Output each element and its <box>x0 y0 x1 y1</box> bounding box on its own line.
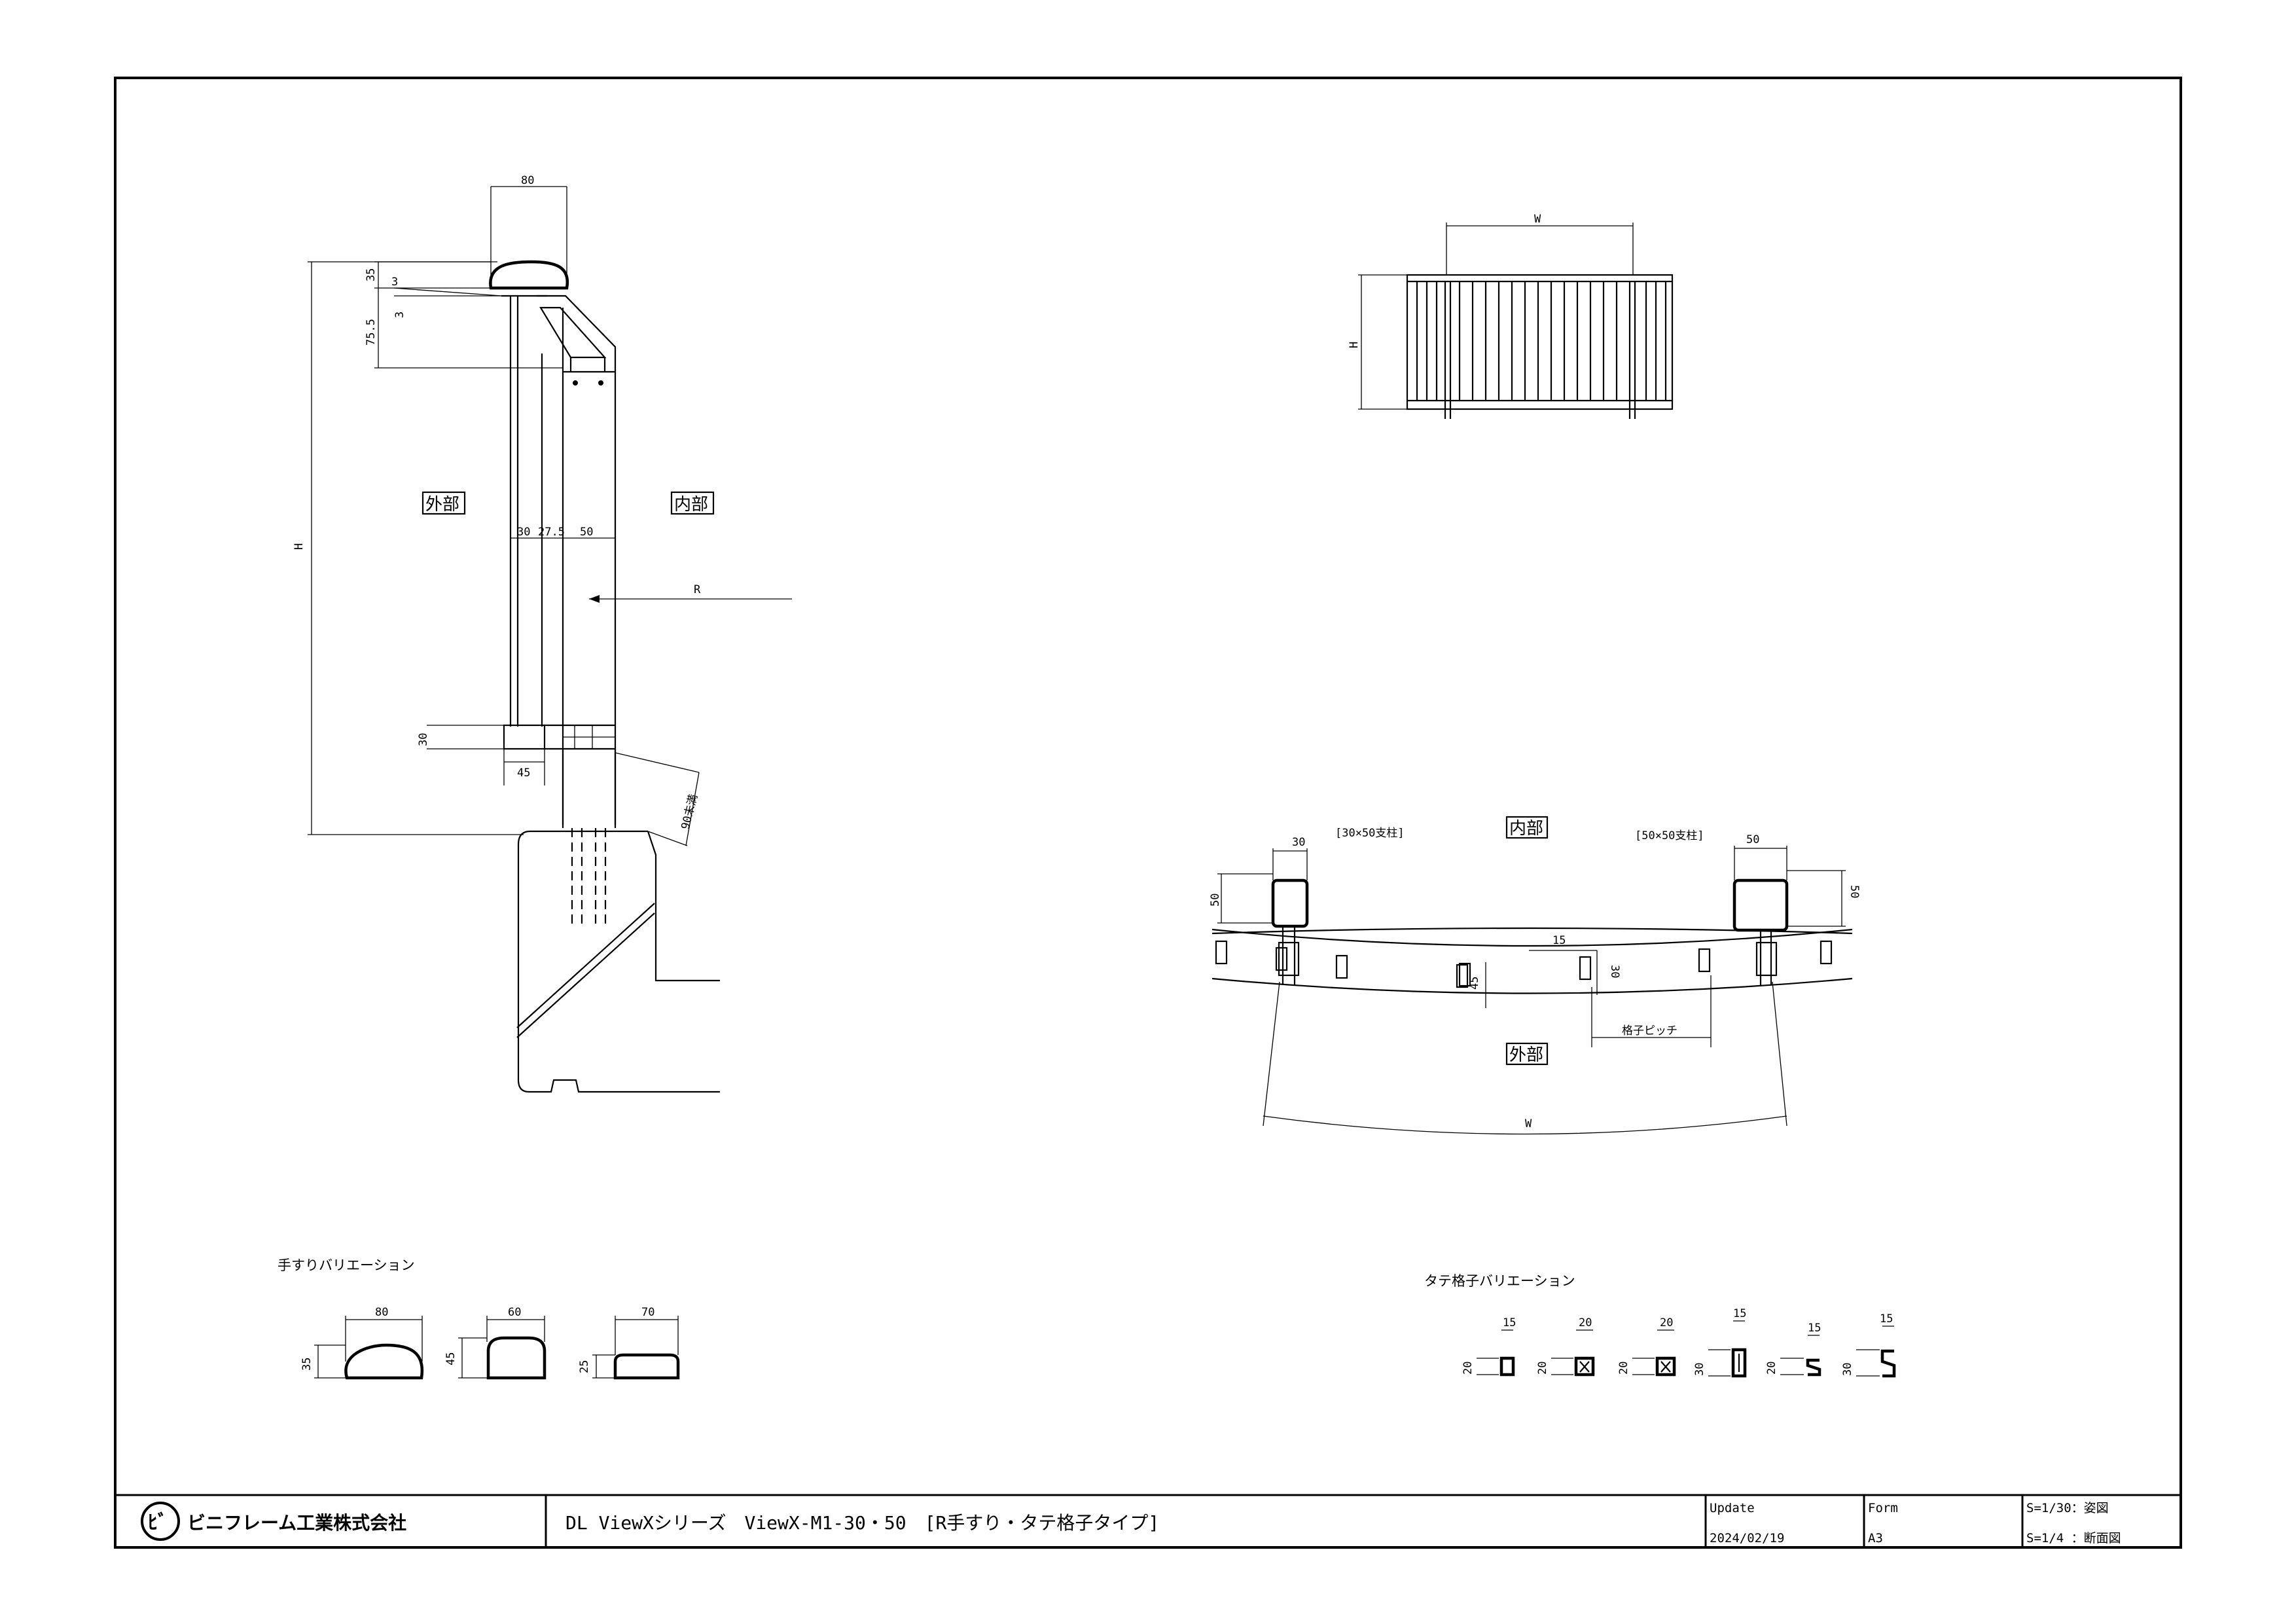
hv1-width: 80 <box>375 1306 388 1319</box>
bv4-height: 30 <box>1693 1363 1706 1376</box>
dim-post-a: 30 <box>517 526 530 539</box>
elevation-bars <box>1416 281 1667 419</box>
hv1-height: 35 <box>300 1358 314 1371</box>
svg-text:ﾋﾞ: ﾋﾞ <box>148 1511 168 1534</box>
bracket <box>537 295 617 825</box>
handrail-profile <box>489 260 569 290</box>
hv2-height: 45 <box>444 1352 457 1365</box>
dim-gap-b: 3 <box>393 312 406 318</box>
company-name: ビニフレーム工業株式会社 <box>187 1512 406 1534</box>
bv4-width: 15 <box>1733 1307 1746 1320</box>
form-label: Form <box>1868 1501 1898 1515</box>
dim-rail-width: 80 <box>521 174 534 187</box>
plan-view: 30 50 [30×50支柱] [50×50支柱] 50 50 15 30 45… <box>1209 816 1861 1135</box>
company-logo <box>141 1502 180 1541</box>
bar-profile-6 <box>1880 1349 1896 1378</box>
dim-arc-w <box>1263 1115 1787 1135</box>
dim-rail-depth: 45 <box>1468 977 1481 990</box>
dim-post1-w: 30 <box>1292 836 1305 849</box>
handrail-profile-1 <box>344 1343 424 1380</box>
dim-rail-height: 35 <box>365 268 378 281</box>
label-plan-inside: 内部 <box>1509 819 1543 839</box>
bar-variations-title: タテ格子バリエーション <box>1424 1273 1575 1289</box>
bar-profile-1 <box>1499 1356 1515 1377</box>
bv2-width: 20 <box>1579 1316 1592 1329</box>
elevation-view: W H <box>1348 213 1674 419</box>
update-value: 2024/02/19 <box>1710 1531 1784 1545</box>
dim-embed: 90未満 <box>679 793 700 831</box>
handrail-variations: 手すりバリエーション 80 35 60 45 70 25 <box>278 1257 680 1380</box>
hv3-width: 70 <box>641 1306 655 1319</box>
dim-post2-h: 50 <box>1848 885 1861 898</box>
bv3-width: 20 <box>1660 1316 1673 1329</box>
label-plan-outside: 外部 <box>1509 1045 1543 1065</box>
label-inside: 内部 <box>674 495 708 514</box>
bv5-width: 15 <box>1808 1322 1821 1335</box>
label-post-50x50: [50×50支柱] <box>1635 829 1704 842</box>
scale-section: S=1/4 ：断面図 <box>2026 1531 2121 1545</box>
bv1-width: 15 <box>1503 1316 1516 1329</box>
bar-variations: タテ格子バリエーション 15 20 20 20 20 20 15 30 15 <box>1424 1273 1896 1378</box>
dim-post1-h: 50 <box>1209 893 1222 907</box>
bar-profile-2 <box>1574 1356 1595 1377</box>
update-label: Update <box>1710 1501 1755 1515</box>
label-outside: 外部 <box>425 495 459 514</box>
bv1-height: 20 <box>1462 1362 1475 1375</box>
label-post-30x50: [30×50支柱] <box>1335 827 1405 840</box>
bv6-height: 30 <box>1841 1363 1854 1376</box>
dim-post-c: 50 <box>580 526 593 539</box>
plan-bars <box>1215 940 1833 987</box>
concrete-base <box>517 830 720 1093</box>
dim-bottom-h: 30 <box>417 733 430 746</box>
form-value: A3 <box>1868 1531 1883 1545</box>
dim-post-b: 27.5 <box>538 526 565 539</box>
dim-elevation-h: H <box>1348 342 1361 348</box>
dim-bracket: 75.5 <box>365 319 378 346</box>
dim-bottom-w: 45 <box>517 767 530 780</box>
dim-plan-w: W <box>1525 1117 1532 1130</box>
hv3-height: 25 <box>578 1360 591 1373</box>
dim-pitch: 格子ピッチ <box>1622 1024 1677 1038</box>
bv5-height: 20 <box>1765 1362 1778 1375</box>
handrail-profile-2 <box>486 1336 547 1380</box>
drawing-title: DL ViewXシリーズ ViewX-M1-30・50 [R手すり・タテ格子タイ… <box>565 1512 1159 1534</box>
dim-bar-width: 15 <box>1552 934 1566 947</box>
post-30x50 <box>1271 878 1309 985</box>
bar-profile-3 <box>1655 1356 1676 1377</box>
scale-elevation: S=1/30：姿図 <box>2026 1501 2109 1515</box>
post-50x50 <box>1732 878 1789 985</box>
bottom-rail <box>503 724 546 750</box>
dim-radius: R <box>694 583 701 596</box>
bv6-width: 15 <box>1880 1312 1893 1326</box>
dim-gap-a: 3 <box>391 276 398 289</box>
hv2-width: 60 <box>508 1306 521 1319</box>
sheet-frame <box>114 77 2182 1549</box>
bar-profile-4 <box>1731 1348 1747 1378</box>
bar-profile-5 <box>1806 1358 1821 1377</box>
handrail-profile-3 <box>613 1353 680 1380</box>
bv2-height: 20 <box>1536 1362 1549 1375</box>
dim-bar-depth: 30 <box>1608 965 1621 978</box>
dim-elevation-w: W <box>1534 213 1541 226</box>
handrail-variations-title: 手すりバリエーション <box>278 1257 415 1273</box>
section-view: R 80 35 3 3 75.5 H 30 27.5 50 30 45 9 <box>293 174 792 1093</box>
elevation-frame <box>1406 274 1674 410</box>
dim-post2-w: 50 <box>1746 833 1759 846</box>
title-block: ﾋﾞ ビニフレーム工業株式会社 DL ViewXシリーズ ViewX-M1-30… <box>115 1494 2181 1547</box>
dim-total-h: H <box>293 543 306 550</box>
bv3-height: 20 <box>1617 1362 1630 1375</box>
